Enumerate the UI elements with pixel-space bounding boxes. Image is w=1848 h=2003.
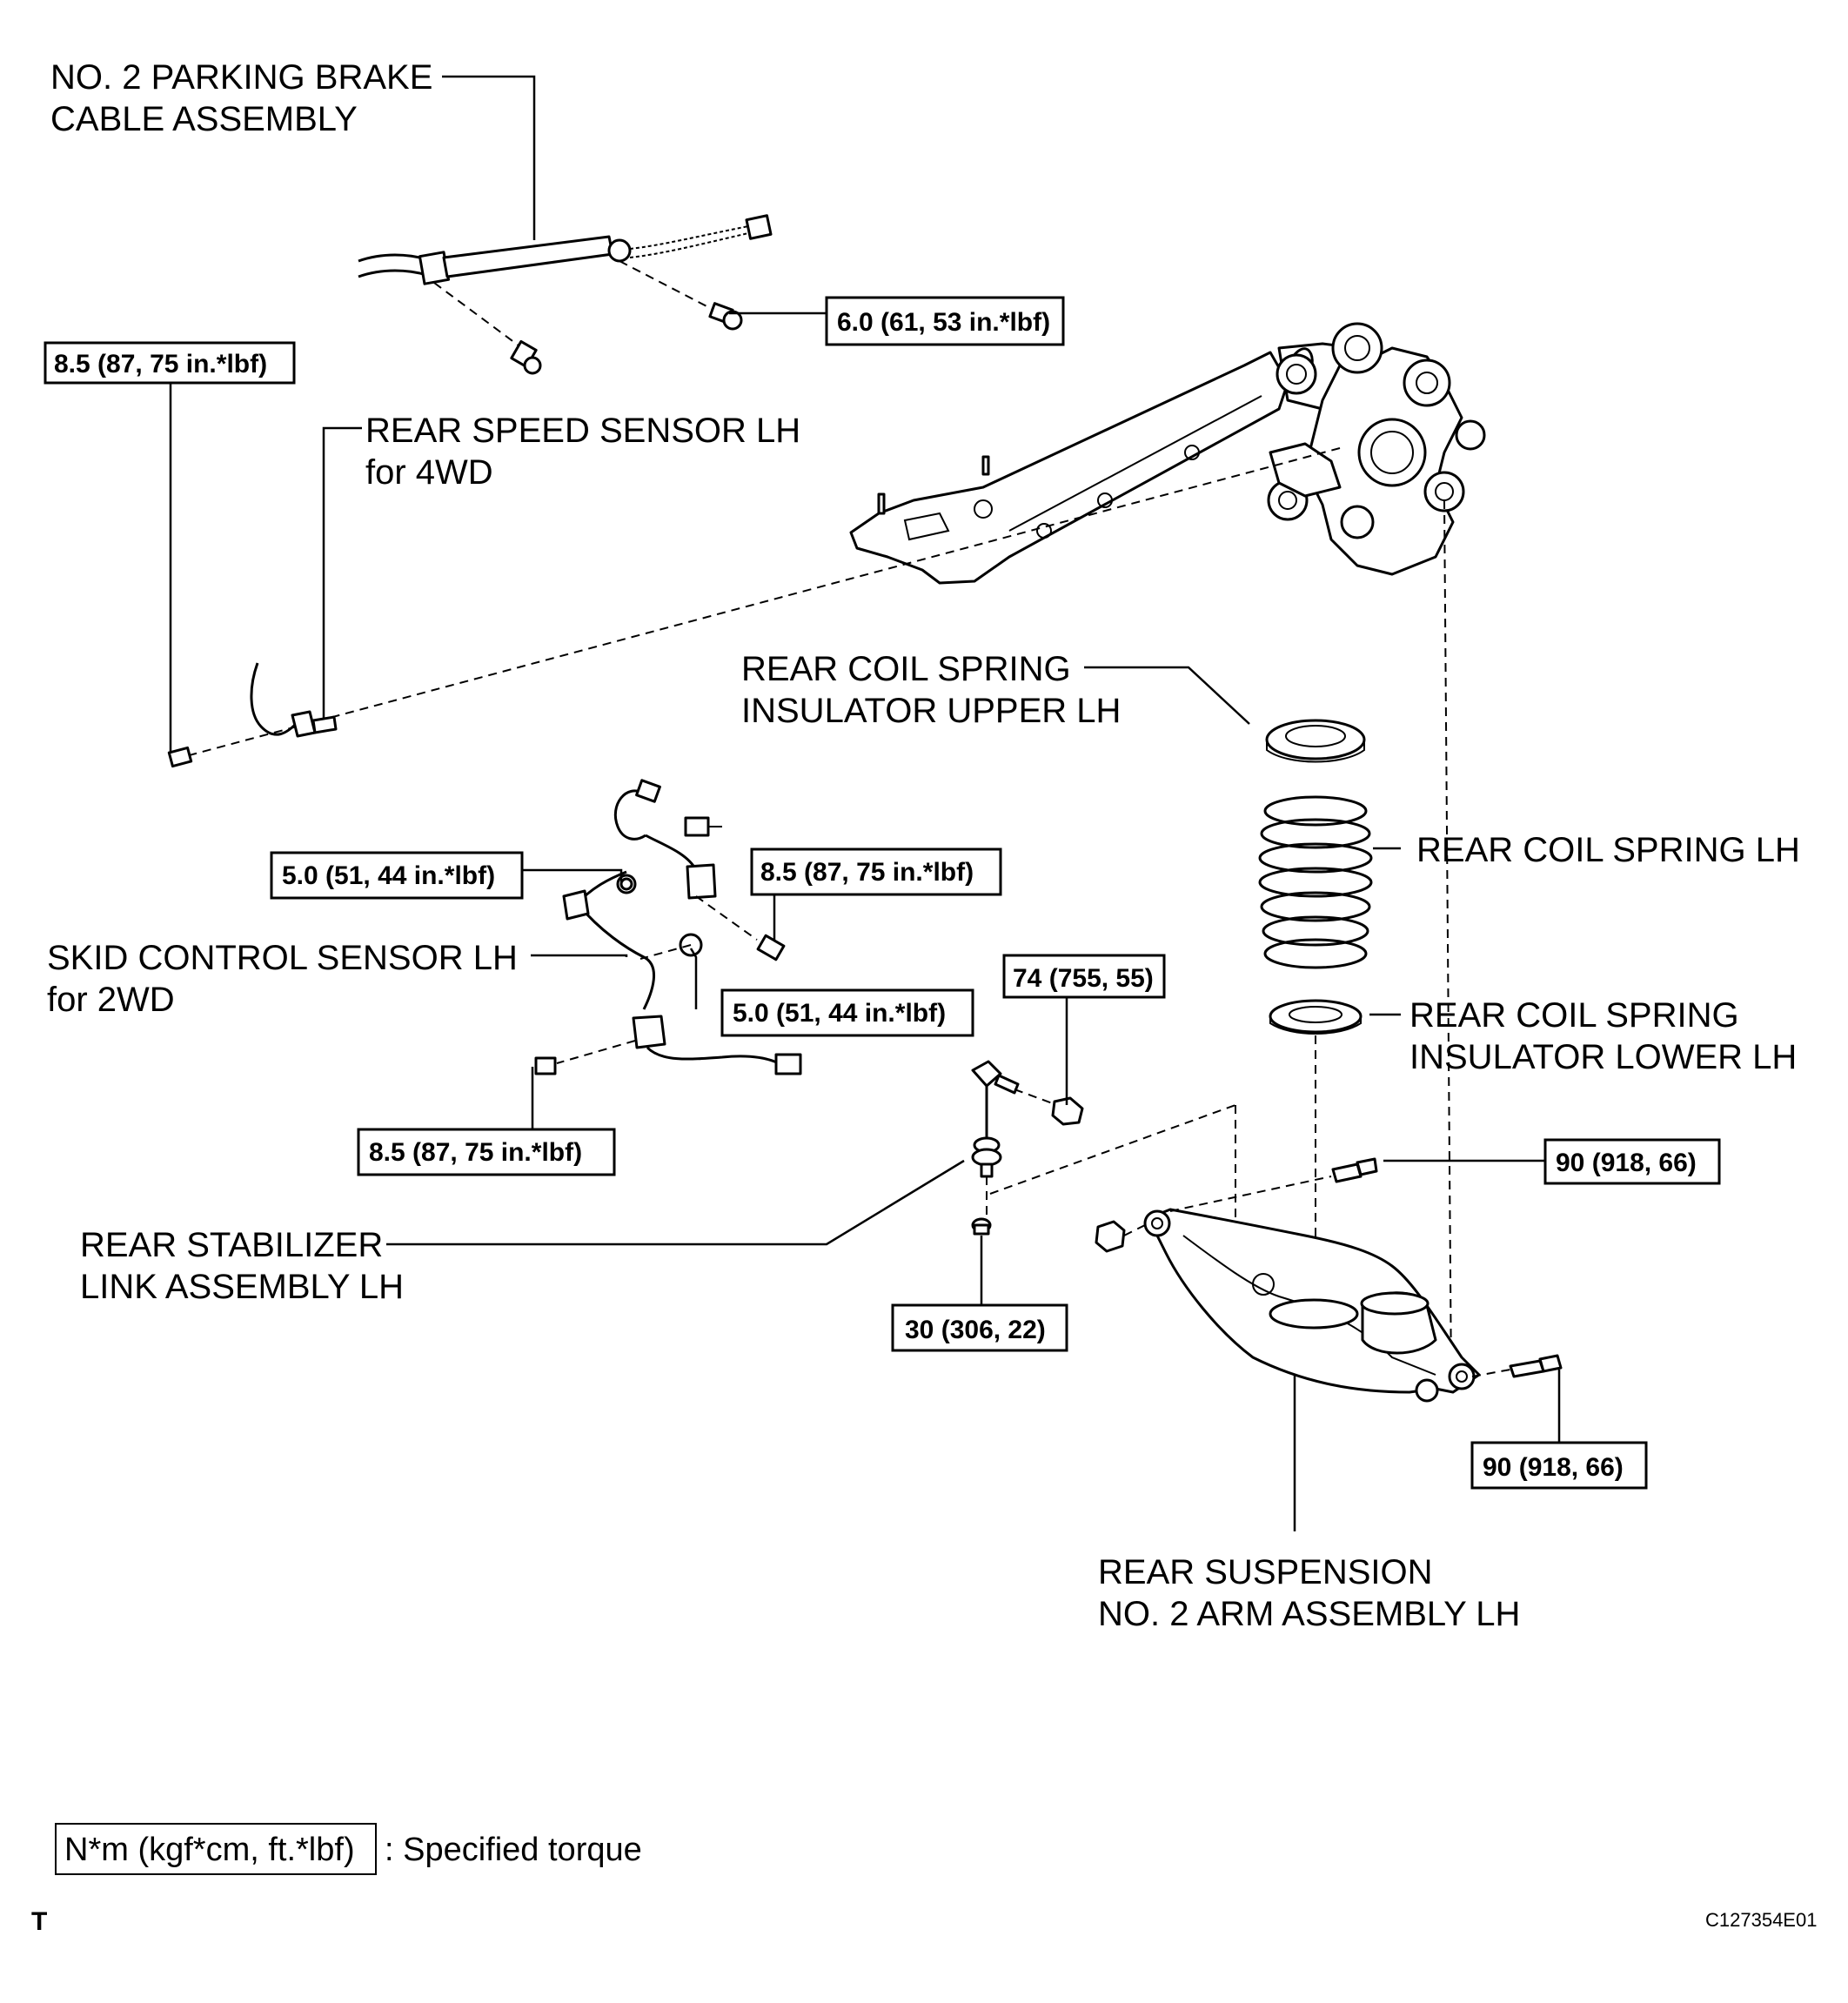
torque-value: 90 (918, 66)	[1556, 1149, 1697, 1177]
skid-lower-bolt	[534, 1056, 557, 1075]
arm-outer-bolt	[1509, 1354, 1563, 1378]
skid-sensor-bolt	[756, 934, 786, 961]
label-stabilizer-link: REAR STABILIZER LINK ASSEMBLY LH	[80, 1226, 404, 1306]
rear-speed-sensor-drawing	[250, 662, 338, 738]
skid-sensor-label-line1: SKID CONTROL SENSOR LH	[47, 939, 518, 977]
stabilizer-lower-nut	[971, 1217, 992, 1236]
torque-value: 30 (306, 22)	[905, 1316, 1046, 1344]
label-no2-arm: REAR SUSPENSION NO. 2 ARM ASSEMBLY LH	[1098, 1553, 1520, 1633]
coil-spring-drawing	[1258, 795, 1373, 969]
torque-box-skid-clamp-bolt-b: 5.0 (51, 44 in.*lbf)	[720, 988, 974, 1037]
parking-brake-cable-drawing	[358, 214, 773, 285]
figure-id: C127354E01	[1705, 1909, 1817, 1931]
torque-box-stabilizer-upper-nut: 74 (755, 55)	[1002, 954, 1166, 999]
torque-value: 74 (755, 55)	[1013, 964, 1154, 993]
rear-suspension-member-drawing	[849, 322, 1486, 585]
corner-code: T	[31, 1907, 47, 1936]
cable-bolt-right	[708, 302, 743, 331]
arm-inner-bolt	[1331, 1157, 1378, 1183]
skid-control-sensor-drawing	[562, 779, 802, 1075]
speed-sensor-bolt	[167, 746, 193, 768]
skid-clamp-bolt-a	[619, 877, 633, 891]
no2-arm-label-line2: NO. 2 ARM ASSEMBLY LH	[1098, 1595, 1520, 1633]
upper-insulator-label-line1: REAR COIL SPRING	[741, 650, 1071, 688]
torque-box-skid-lower-bolt: 8.5 (87, 75 in.*lbf)	[357, 1128, 616, 1176]
torque-box-cable-bolt: 6.0 (61, 53 in.*lbf)	[825, 296, 1065, 346]
upper-insulator-drawing	[1265, 719, 1366, 763]
torque-value: 8.5 (87, 75 in.*lbf)	[369, 1138, 582, 1167]
parking-cable-label-line2: CABLE ASSEMBLY	[50, 100, 358, 138]
skid-sensor-label-line2: for 2WD	[47, 981, 175, 1019]
label-skid-control-sensor: SKID CONTROL SENSOR LH for 2WD	[47, 939, 518, 1019]
speed-sensor-label-line1: REAR SPEED SENSOR LH	[365, 412, 800, 450]
lower-insulator-drawing	[1269, 999, 1363, 1035]
coil-spring-label: REAR COIL SPRING LH	[1416, 831, 1800, 869]
torque-value: 8.5 (87, 75 in.*lbf)	[54, 350, 267, 378]
torque-legend: N*m (kgf*cm, ft.*lbf) : Specified torque	[55, 1823, 642, 1875]
parking-cable-label-line1: NO. 2 PARKING BRAKE	[50, 58, 432, 97]
label-upper-insulator: REAR COIL SPRING INSULATOR UPPER LH	[741, 650, 1121, 730]
lower-insulator-label-line2: INSULATOR LOWER LH	[1409, 1038, 1797, 1076]
legend-description: : Specified torque	[385, 1832, 642, 1868]
legend-box-text: N*m (kgf*cm, ft.*lbf)	[64, 1832, 355, 1868]
no2-arm-drawing	[1143, 1208, 1481, 1403]
torque-value: 6.0 (61, 53 in.*lbf)	[837, 308, 1050, 337]
torque-box-skid-sensor-bolt: 8.5 (87, 75 in.*lbf)	[750, 847, 1002, 896]
lower-insulator-label-line1: REAR COIL SPRING	[1409, 996, 1739, 1035]
label-lower-insulator: REAR COIL SPRING INSULATOR LOWER LH	[1409, 996, 1797, 1076]
stabilizer-upper-nut	[1051, 1096, 1084, 1126]
upper-insulator-label-line2: INSULATOR UPPER LH	[741, 692, 1121, 730]
torque-box-speed-sensor-bolt: 8.5 (87, 75 in.*lbf)	[44, 341, 296, 385]
cable-bolt-left	[510, 339, 542, 375]
stabilizer-link-label-line2: LINK ASSEMBLY LH	[80, 1268, 404, 1306]
stabilizer-link-label-line1: REAR STABILIZER	[80, 1226, 383, 1264]
torque-box-arm-inner-bolt: 90 (918, 66)	[1543, 1138, 1721, 1185]
label-parking-brake-cable: NO. 2 PARKING BRAKE CABLE ASSEMBLY	[50, 58, 432, 138]
label-rear-speed-sensor: REAR SPEED SENSOR LH for 4WD	[365, 412, 800, 492]
stabilizer-link-drawing	[971, 1060, 1020, 1178]
torque-box-skid-clamp-bolt-a: 5.0 (51, 44 in.*lbf)	[270, 851, 524, 900]
torque-value: 5.0 (51, 44 in.*lbf)	[733, 999, 946, 1028]
torque-box-stabilizer-lower-nut: 30 (306, 22)	[891, 1303, 1068, 1352]
torque-value: 5.0 (51, 44 in.*lbf)	[282, 861, 495, 890]
speed-sensor-label-line2: for 4WD	[365, 453, 493, 492]
torque-value: 90 (918, 66)	[1483, 1453, 1624, 1482]
torque-value: 8.5 (87, 75 in.*lbf)	[760, 858, 974, 887]
arm-nut	[1095, 1220, 1126, 1253]
no2-arm-label-line1: REAR SUSPENSION	[1098, 1553, 1433, 1591]
torque-box-arm-outer-bolt: 90 (918, 66)	[1470, 1441, 1648, 1490]
